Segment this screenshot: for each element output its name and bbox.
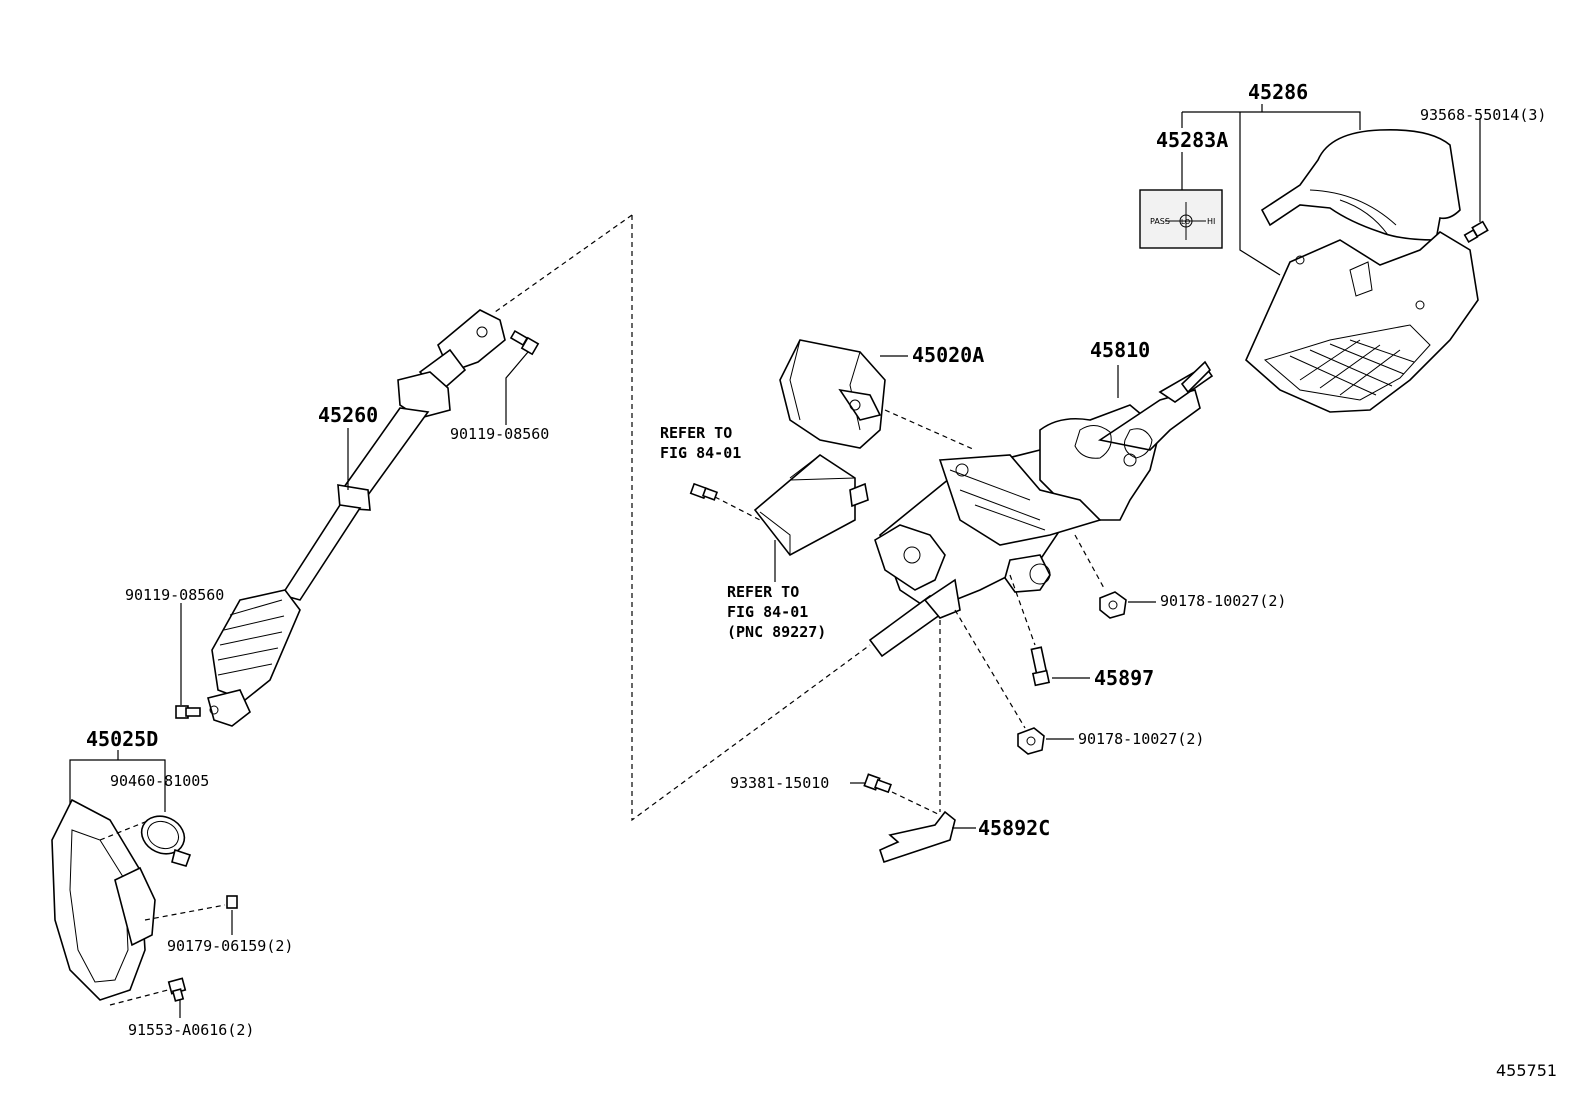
label-refer1-line1: REFER TO bbox=[660, 424, 732, 442]
dash-91553 bbox=[109, 989, 169, 1006]
label-45283a: 45283A bbox=[1156, 128, 1228, 152]
cover-group: PASS LO HI bbox=[1139, 104, 1489, 413]
figure-number: 455751 bbox=[1496, 1061, 1557, 1080]
bolt-90119-top-icon bbox=[509, 329, 540, 356]
bolt-sensor-icon bbox=[689, 482, 719, 501]
intermediate-shaft-group bbox=[175, 309, 540, 727]
label-90119-left: 90119-08560 bbox=[125, 586, 224, 604]
nut-90178-a-icon bbox=[1099, 591, 1127, 619]
dust-cover-icon bbox=[51, 798, 156, 1001]
label-45892c: 45892C bbox=[978, 816, 1050, 840]
dash-bolt-to-sensor bbox=[714, 496, 761, 521]
sensor-module-icon bbox=[753, 454, 869, 557]
label-90178-b: 90178-10027(2) bbox=[1078, 730, 1204, 748]
label-45286: 45286 bbox=[1248, 80, 1308, 104]
dash-ecu-to-column bbox=[884, 409, 976, 451]
dash-45897 bbox=[1009, 574, 1036, 646]
dash-90179 bbox=[144, 904, 226, 921]
label-93381: 93381-15010 bbox=[730, 774, 829, 792]
steering-cover-upper-icon bbox=[1260, 128, 1461, 241]
switch-pass-text: PASS bbox=[1150, 217, 1170, 226]
intermediate-shaft-icon bbox=[207, 309, 506, 727]
leader-lower-cover bbox=[1239, 112, 1281, 276]
dash-column-to-shaft bbox=[631, 215, 871, 822]
dash-top-link bbox=[494, 214, 633, 313]
label-91553: 91553-A0616(2) bbox=[128, 1021, 254, 1039]
label-90460: 90460-81005 bbox=[110, 772, 209, 790]
label-45810: 45810 bbox=[1090, 338, 1150, 362]
screw-93381-icon bbox=[863, 773, 892, 794]
label-refer1-line2: FIG 84-01 bbox=[660, 444, 741, 462]
bracket-line-45286 bbox=[1182, 111, 1361, 130]
bracket-45892c-icon bbox=[879, 810, 956, 864]
steering-column-group bbox=[494, 214, 1214, 864]
nut-90178-b-icon bbox=[1017, 727, 1045, 755]
clamp-90460-icon bbox=[140, 815, 192, 867]
label-refer2-line3: (PNC 89227) bbox=[727, 623, 826, 641]
bolt-90119-left-icon bbox=[175, 705, 201, 719]
label-90179: 90179-06159(2) bbox=[167, 937, 293, 955]
label-90119-top: 90119-08560 bbox=[450, 425, 549, 443]
dust-cover-group bbox=[51, 750, 238, 1018]
switch-lo-text: LO bbox=[1181, 218, 1191, 226]
combination-switch-panel-icon: PASS LO HI bbox=[1139, 189, 1223, 249]
label-90178-a: 90178-10027(2) bbox=[1160, 592, 1286, 610]
power-steering-ecu-icon bbox=[779, 339, 886, 449]
label-45020a: 45020A bbox=[912, 343, 984, 367]
label-93568: 93568-55014(3) bbox=[1420, 106, 1546, 124]
steering-cover-lower-icon bbox=[1245, 231, 1479, 413]
switch-hi-text: HI bbox=[1207, 217, 1215, 226]
label-refer2-line2: FIG 84-01 bbox=[727, 603, 808, 621]
label-45260: 45260 bbox=[318, 403, 378, 427]
dash-nut-a bbox=[1074, 534, 1106, 591]
steering-column-icon bbox=[868, 360, 1214, 658]
bolt-45897-icon bbox=[1030, 646, 1051, 687]
label-refer2-line1: REFER TO bbox=[727, 583, 799, 601]
leader-90119-top bbox=[505, 351, 529, 425]
label-45025d: 45025D bbox=[86, 727, 158, 751]
label-45897: 45897 bbox=[1094, 666, 1154, 690]
bolt-90179-icon bbox=[226, 895, 238, 909]
dash-nut-b bbox=[954, 609, 1026, 729]
dash-93381 bbox=[891, 791, 941, 816]
bolt-93568-icon bbox=[1463, 220, 1489, 244]
bolt-91553-icon bbox=[167, 977, 187, 1002]
